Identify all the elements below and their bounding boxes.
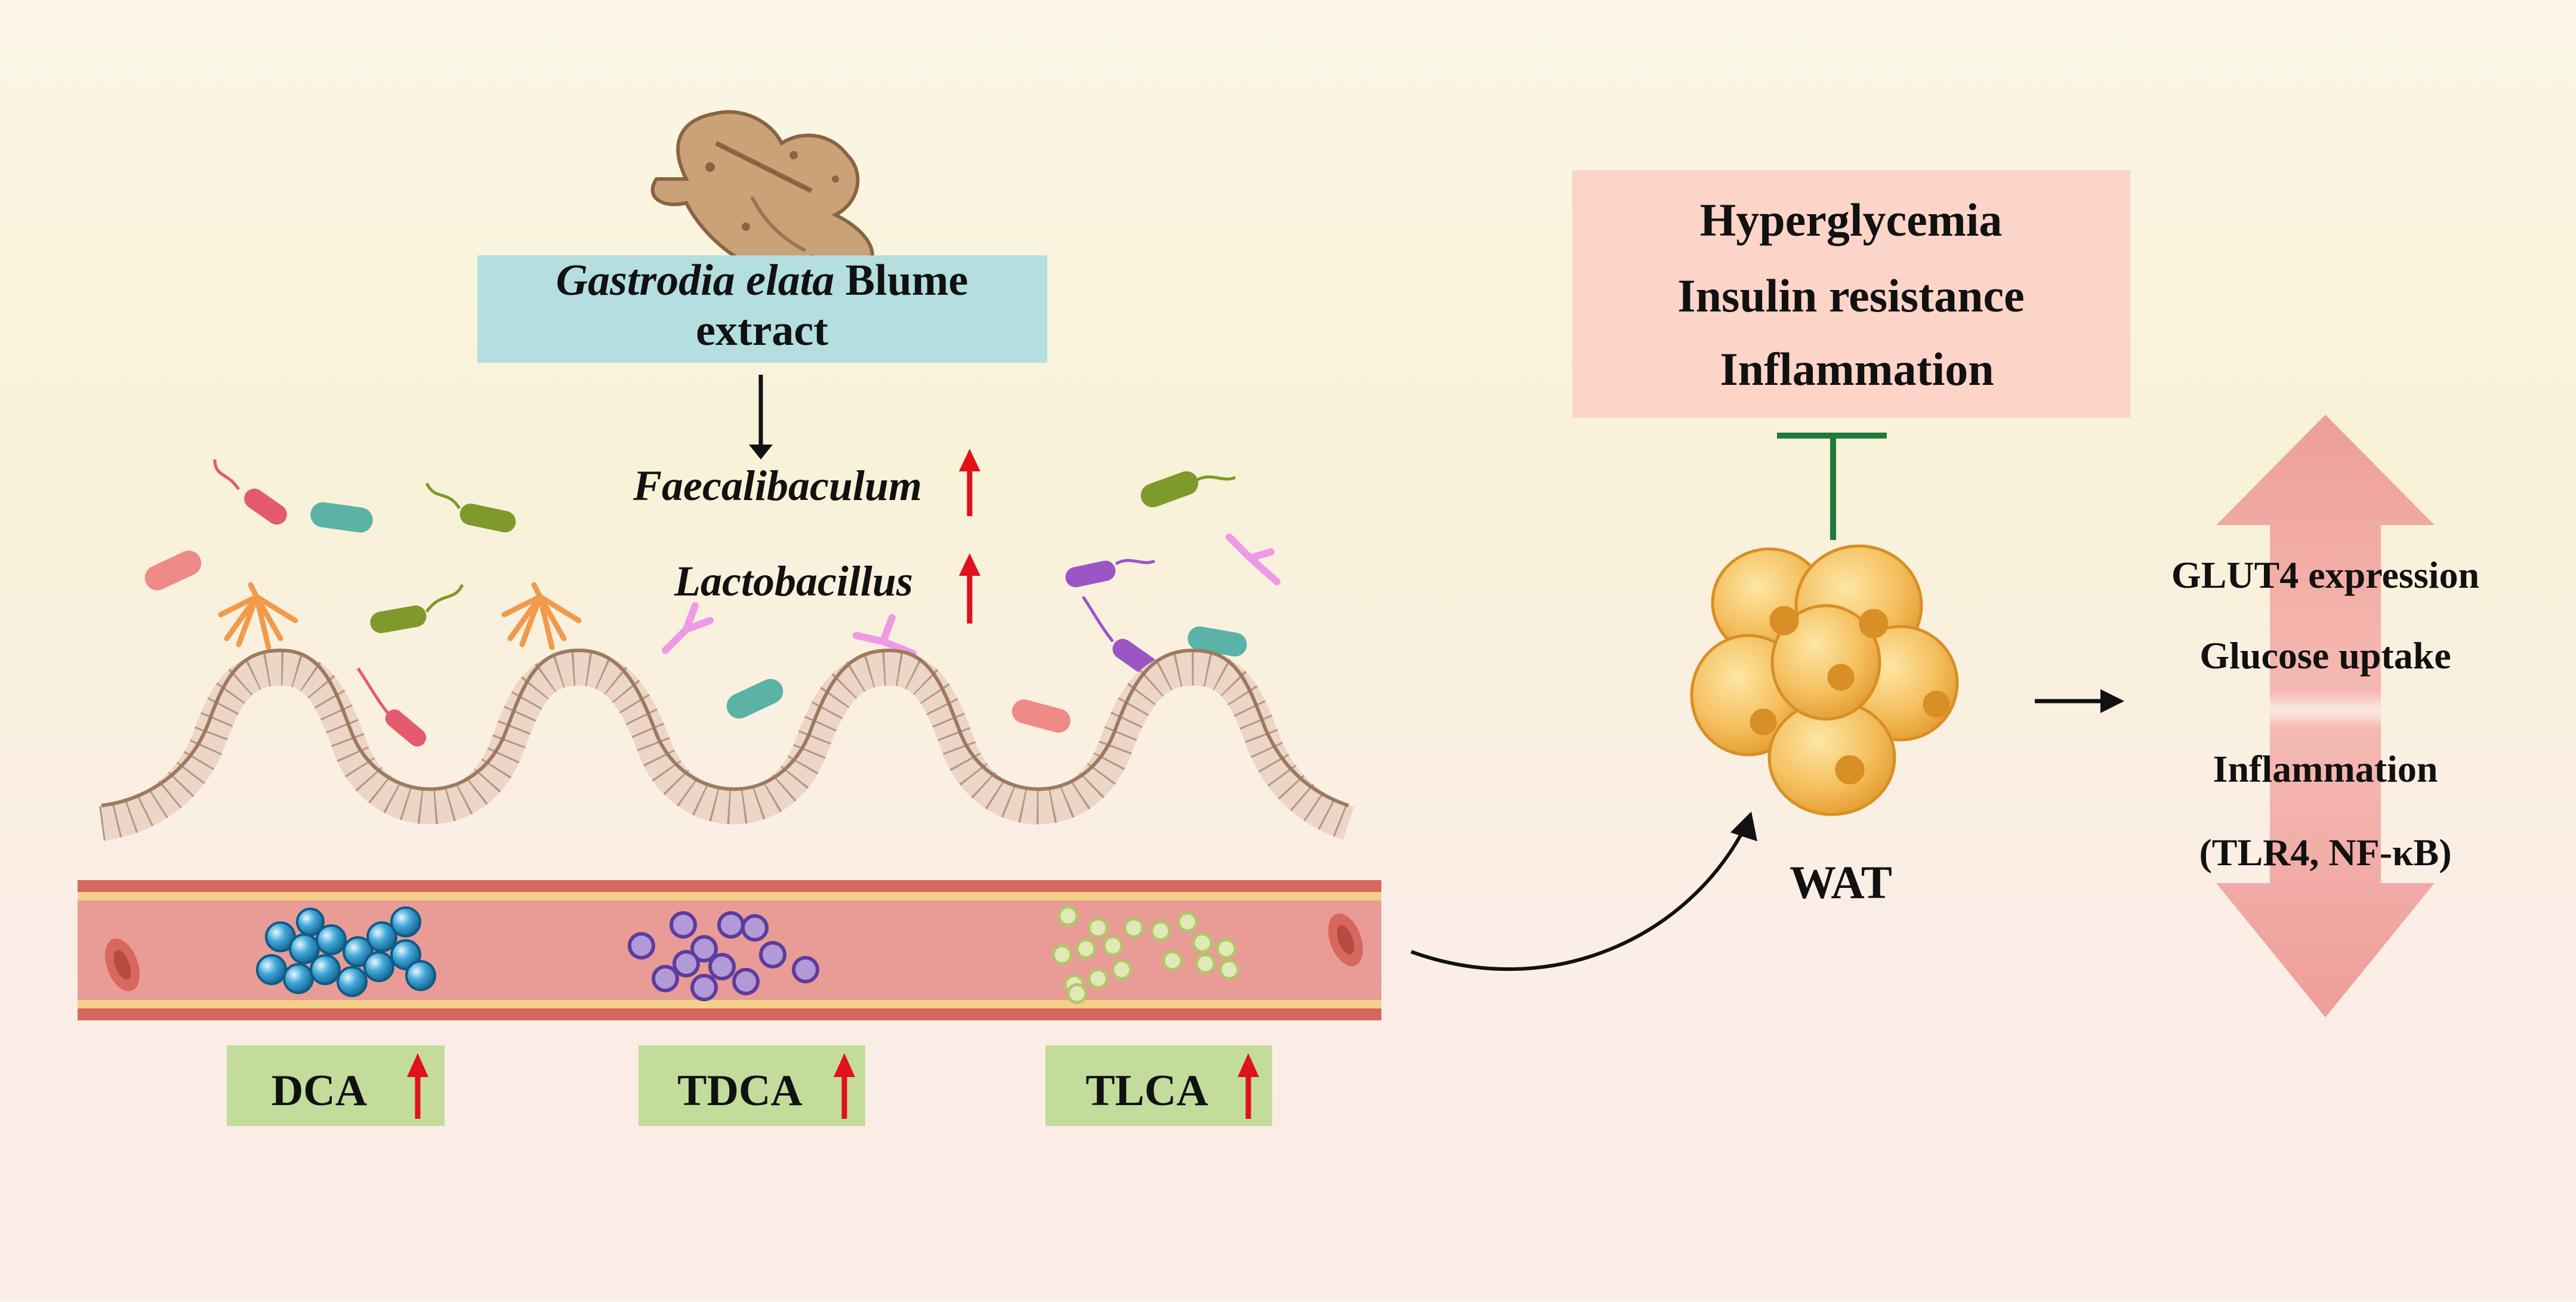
- condition-insulin-resistance: Insulin resistance: [1677, 270, 2025, 322]
- dca-molecules-icon: [256, 906, 436, 997]
- extract-line2: extract: [696, 306, 828, 355]
- tdca-box: TDCA: [638, 1045, 865, 1126]
- tlca-box: TLCA: [1045, 1045, 1272, 1126]
- bacteria-icon: [213, 459, 287, 525]
- adipocyte-cluster-icon: [1690, 544, 1959, 816]
- condition-hyperglycemia: Hyperglycemia: [1700, 194, 2003, 246]
- dca-box: DCA: [227, 1045, 445, 1126]
- curved-arrow-head: [1730, 812, 1757, 841]
- up-arrow-icon: [959, 553, 980, 624]
- bacteria-icon: [1012, 699, 1070, 733]
- up-arrow-icon: [407, 1053, 428, 1077]
- effect-glut4: GLUT4 expression: [2171, 554, 2479, 596]
- bacteria-icon: [1065, 559, 1156, 588]
- tdca-label: TDCA: [677, 1066, 803, 1115]
- up-arrow-icon: [1238, 1053, 1259, 1077]
- bacteria-icon: [144, 550, 202, 591]
- condition-inflammation: Inflammation: [1720, 343, 1994, 395]
- extract-title: Gastrodia elata Blume: [556, 256, 968, 305]
- bacteria-icon: [1140, 471, 1236, 508]
- up-arrow-icon: [834, 1053, 855, 1077]
- bacteria-icon: [662, 533, 1281, 657]
- tlca-label: TLCA: [1085, 1066, 1208, 1115]
- extract-box: [477, 255, 1047, 363]
- wat-label: WAT: [1790, 856, 1892, 908]
- bacteria-icon: [356, 667, 427, 747]
- effect-arrow-head: [2100, 689, 2124, 713]
- conditions-box: [1572, 170, 2130, 418]
- microbe-lactobacillus: Lactobacillus: [674, 557, 913, 605]
- gastrodia-root-icon: [650, 110, 874, 276]
- microbe-faecalibaculum: Faecalibaculum: [633, 462, 922, 510]
- effect-glucose-uptake: Glucose uptake: [2199, 634, 2451, 677]
- bacteria-icon: [370, 584, 464, 634]
- tlca-molecules-icon: [1051, 905, 1240, 1004]
- tdca-molecules-icon: [628, 911, 819, 1001]
- double-arrow-icon: [2216, 415, 2435, 1017]
- bacteria-icon: [425, 482, 516, 533]
- intestinal-villi-icon: [98, 648, 1355, 841]
- dca-label: DCA: [272, 1066, 367, 1115]
- bacteria-icon: [310, 502, 373, 533]
- effect-inflammation: Inflammation: [2213, 748, 2438, 790]
- bacteria-icon: [1187, 626, 1247, 657]
- bacteria-icon: [218, 582, 582, 650]
- extract-arrow-head: [749, 445, 773, 459]
- bacteria-icon: [726, 678, 783, 719]
- inhibition-icon: [1777, 433, 1887, 540]
- effect-tlr4-nfkb: (TLR4, NF-κB): [2199, 831, 2451, 874]
- curved-arrow: [1410, 825, 1747, 971]
- up-arrow-icon: [959, 449, 980, 516]
- blood-vessel-icon: [78, 880, 1381, 1020]
